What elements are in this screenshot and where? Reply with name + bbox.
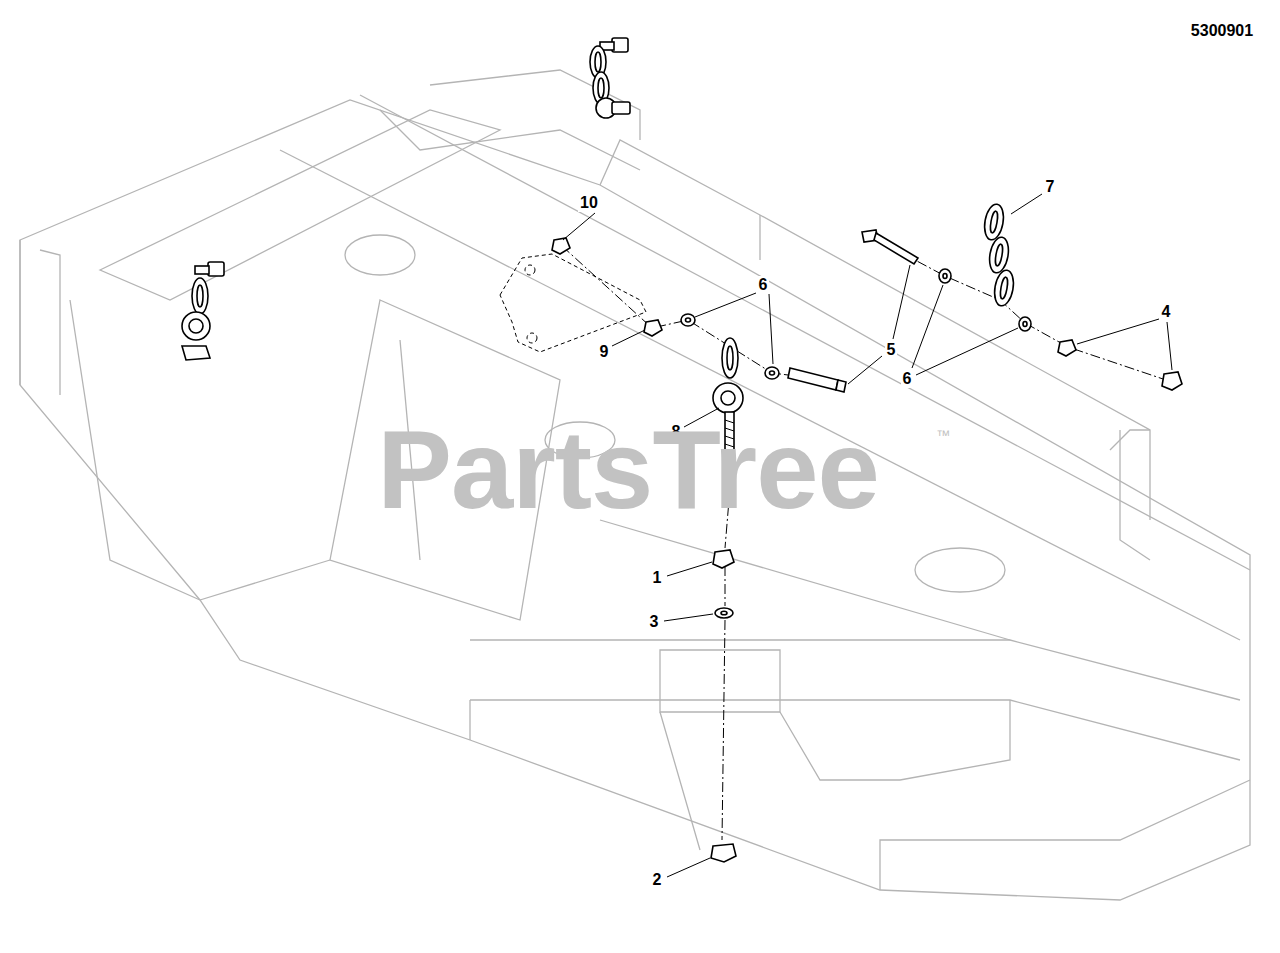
hardware-part	[836, 380, 846, 392]
deck-outline-part	[600, 520, 1010, 640]
hardware-part	[994, 244, 1004, 267]
leader-line-part	[667, 858, 710, 877]
callout-number: 5	[885, 341, 898, 359]
hardware-part	[713, 550, 734, 568]
leader-line-part	[612, 330, 645, 346]
deck-outline-part	[900, 700, 1010, 780]
deck-outline-part	[470, 640, 1240, 700]
hardware-part	[1023, 322, 1027, 327]
assembly-axis-part	[562, 246, 812, 378]
hardware-part	[727, 346, 733, 370]
hardware-part	[992, 269, 1016, 308]
callout-number: 4	[1160, 303, 1173, 321]
deck-outline-part	[70, 300, 200, 600]
watermark: PartsTree	[377, 408, 879, 531]
callout-number: 9	[598, 343, 611, 361]
callout-number: 6	[757, 276, 770, 294]
trademark-sign: ™	[936, 428, 950, 443]
leader-line-part	[912, 285, 1018, 375]
hardware-part	[989, 211, 999, 234]
leader-line	[563, 194, 1172, 877]
callout-number: 10	[578, 194, 600, 212]
callout-number: 1	[651, 569, 664, 587]
hardware-part	[987, 236, 1011, 275]
hardware-part	[197, 285, 203, 307]
hardware-part	[770, 371, 775, 375]
hardware-part	[999, 277, 1009, 300]
callout-number: 7	[1044, 178, 1057, 196]
bracket-outline-part	[527, 333, 537, 343]
hardware-part	[711, 844, 736, 862]
deck-outline-part	[100, 110, 500, 300]
leader-line-part	[1077, 319, 1172, 370]
deck-outline-part	[40, 250, 60, 395]
deck-outline	[20, 70, 1250, 900]
hardware-part	[195, 266, 209, 274]
assembly-axis	[562, 236, 1172, 840]
leader-line-part	[848, 265, 910, 384]
hardware-part	[1019, 317, 1031, 331]
callout-number: 3	[648, 613, 661, 631]
deck-outline-part	[660, 712, 900, 850]
deck-outline-part	[345, 235, 415, 275]
callout-number: 2	[651, 871, 664, 889]
leader-line-part	[667, 562, 712, 576]
deck-outline-part	[380, 110, 640, 170]
deck-outline-part	[280, 150, 1240, 640]
bracket-outline-part	[525, 265, 535, 275]
hardware-part	[939, 269, 951, 283]
deck-outline-part	[469, 700, 470, 740]
deck-outline-part	[470, 700, 1240, 760]
deck-outline-part	[200, 560, 330, 600]
hardware-part	[182, 346, 210, 360]
hardware-part	[1058, 340, 1076, 356]
leader-line-part	[664, 614, 713, 621]
leader-line-part	[563, 213, 595, 240]
hardware-part	[686, 318, 691, 322]
hardware-part	[208, 262, 224, 276]
diagram-number: 5300901	[1189, 22, 1255, 40]
hardware-part	[595, 52, 601, 72]
leader-line-part	[695, 293, 773, 364]
hardware-part	[788, 368, 838, 390]
deck-outline-part	[1120, 430, 1150, 560]
deck-outline-part	[360, 95, 1250, 570]
hardware-part	[552, 238, 570, 254]
hardware-part	[874, 233, 918, 264]
deck-outline-part	[915, 548, 1005, 592]
callout-number: 6	[901, 370, 914, 388]
deck-outline-part	[660, 650, 780, 712]
hardware-part	[715, 608, 733, 618]
deck-outline-part	[20, 100, 1250, 900]
deck-outline-part	[430, 70, 640, 140]
hardware-part	[721, 611, 727, 615]
hardware-part	[982, 203, 1006, 242]
bracket-outline	[500, 254, 646, 352]
hardware-part	[1162, 372, 1182, 390]
hardware-part	[182, 312, 210, 340]
hardware-part	[598, 78, 604, 98]
deck-outline-part	[1110, 430, 1150, 450]
deck-outline-part	[19, 240, 20, 385]
hardware-part	[192, 278, 208, 314]
deck-outline-part	[880, 780, 1250, 890]
hardware-part	[722, 338, 738, 378]
hardware	[182, 38, 1182, 862]
hardware-part	[189, 319, 203, 333]
hardware-part	[765, 367, 779, 379]
hardware-part	[612, 102, 630, 114]
hardware-part	[721, 391, 735, 405]
hardware-part	[681, 314, 695, 326]
leader-line-part	[1011, 194, 1042, 214]
assembly-axis-part	[722, 488, 730, 840]
deck-outline-part	[759, 215, 760, 260]
bracket-outline-part	[500, 254, 646, 352]
hardware-part	[644, 320, 662, 336]
hardware-part	[943, 274, 947, 279]
